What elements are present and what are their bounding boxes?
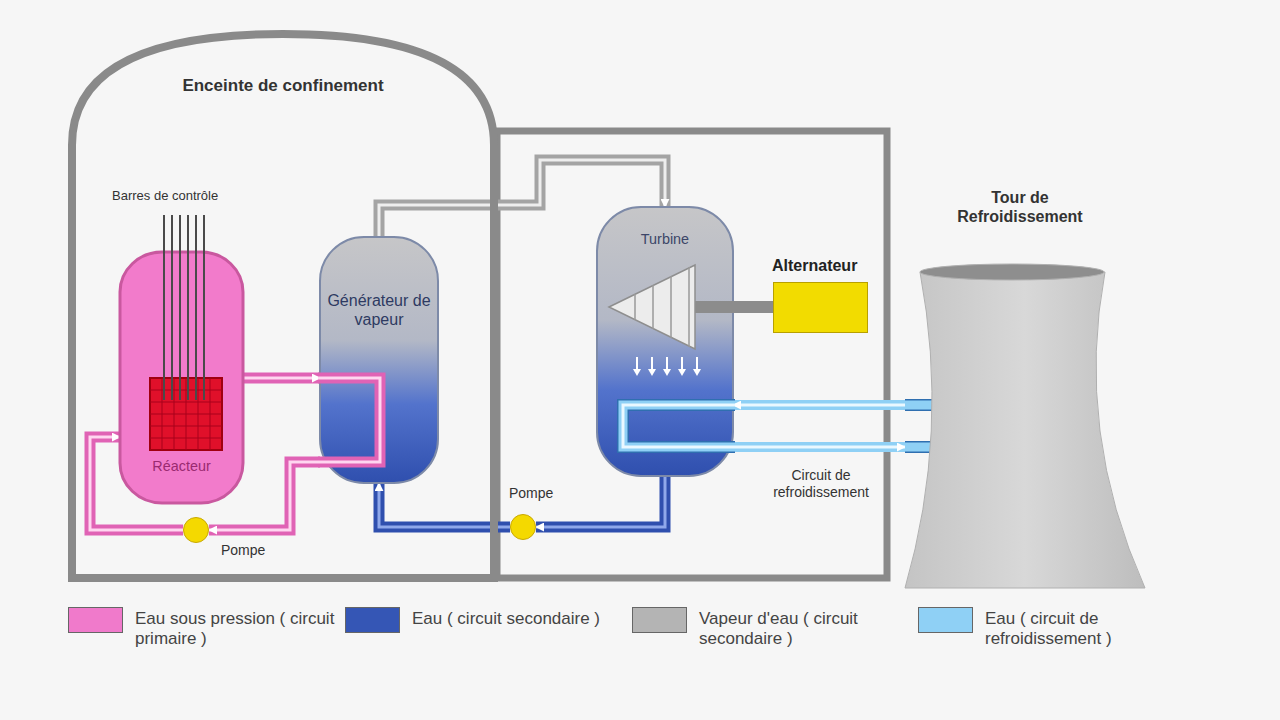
pipe-connector: [733, 307, 773, 308]
legend-text: Eau ( circuit secondaire ): [412, 609, 612, 629]
cooling-circuit-label: Circuit de refroidissement: [762, 467, 880, 501]
steam-generator: Générateur de vapeur: [318, 235, 440, 485]
node-text: Turbine: [595, 231, 735, 248]
pipe-connector: [733, 447, 905, 448]
alternator-box: Alternateur: [773, 282, 868, 333]
pipe-connector: [536, 476, 665, 527]
pipe-outer: [733, 301, 773, 313]
machine-hall-wall: [497, 131, 887, 578]
pipe-inner: [243, 377, 320, 380]
pipe-connector: [243, 378, 320, 379]
legend-text: Vapeur d'eau ( circuit secondaire ): [699, 609, 899, 650]
pipe-inner: [733, 446, 905, 449]
cooling-tower: Tour de Refroidissement: [905, 262, 1145, 590]
pipe-inner: [536, 476, 665, 527]
pump-circle: Pompe: [183, 517, 209, 543]
pipe-outer: [733, 400, 905, 410]
pipe-inner: [733, 404, 905, 407]
pipe-outer: [733, 442, 905, 452]
steam-generator-outline: [318, 235, 440, 485]
node-text: Alternateur: [772, 256, 892, 275]
pipe-connector: [733, 405, 905, 406]
pipe-outer: [536, 476, 665, 527]
node-text: Pompe: [509, 485, 579, 502]
node-text: Réacteur: [118, 458, 245, 475]
legend-text: Eau sous pression ( circuit primaire ): [135, 609, 335, 650]
node-text: Enceinte de confinement: [68, 76, 498, 96]
turbine-vessel: Turbine: [595, 205, 735, 478]
reactor-vessel: Réacteur: [118, 250, 245, 505]
containment-dome: Enceinte de confinementRéacteur Générateu…: [68, 30, 498, 582]
cooling-tower-outline: [905, 262, 1145, 590]
node-text: Tour de Refroidissement: [940, 188, 1100, 226]
node-text: Générateur de vapeur: [324, 291, 434, 329]
legend-swatch: [68, 607, 123, 633]
legend-text: Eau ( circuit de refroidissement ): [985, 609, 1185, 650]
control-rods-label: Barres de contrôle: [112, 188, 282, 204]
legend-swatch: [345, 607, 400, 633]
pump-circle: Pompe: [510, 514, 536, 540]
pipe-inner: [733, 307, 773, 308]
legend-swatch: [918, 607, 973, 633]
legend-swatch: [632, 607, 687, 633]
node-text: Pompe: [221, 542, 291, 559]
pipe-outer: [243, 373, 320, 384]
